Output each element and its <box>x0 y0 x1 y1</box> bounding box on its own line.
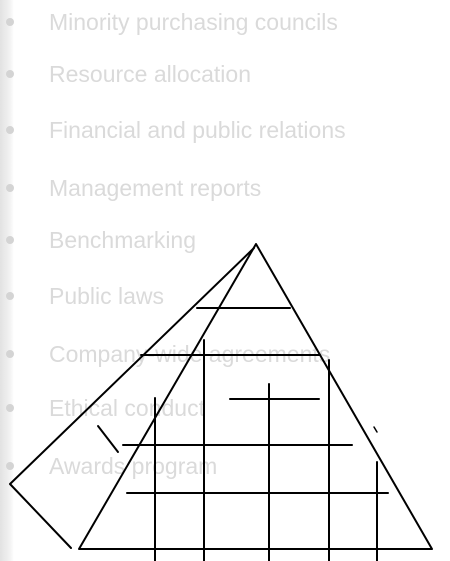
tick-mark <box>374 427 377 432</box>
pyramid-outline <box>79 244 432 549</box>
flap-inner-edge <box>98 426 118 452</box>
pyramid-side-flap <box>10 248 254 548</box>
